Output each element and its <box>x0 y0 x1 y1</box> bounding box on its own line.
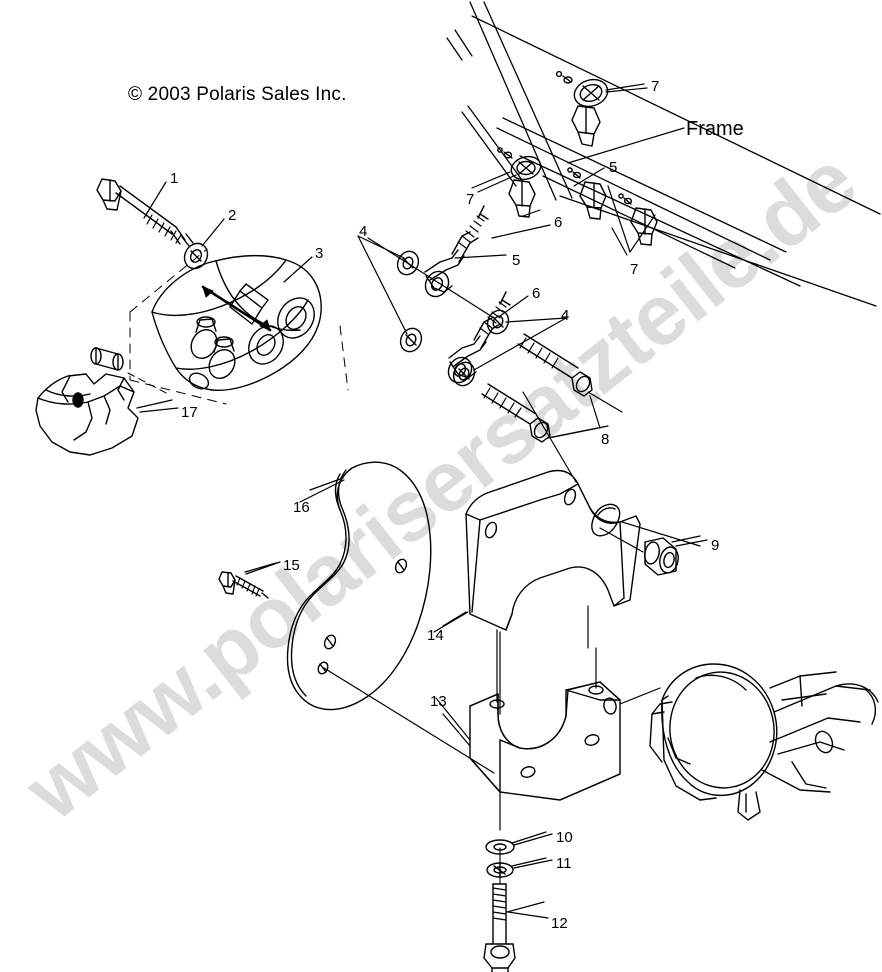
callout-guard-screw: 15 <box>283 557 300 574</box>
callout-brake-caliper-assembly: 3 <box>315 245 324 262</box>
banjo-bolt-8a <box>517 333 623 413</box>
callout-caliper-mount-bracket: 14 <box>427 627 444 644</box>
flat-washer-2 <box>183 242 209 270</box>
flat-washer-10 <box>485 831 547 855</box>
callout-flat-washer: 2 <box>228 207 237 224</box>
spacer-bushing-9 <box>599 527 701 576</box>
callout-brake-disc-guard: 16 <box>293 499 310 516</box>
caliper-bolt-1 <box>96 178 194 247</box>
pad-alignment-line <box>127 372 169 395</box>
callout-brake-pad-set: 17 <box>181 404 198 421</box>
callout-brake-line: 5 <box>609 159 618 176</box>
callout-sealing-washer: 4 <box>561 307 570 324</box>
callout-flat-washer: 10 <box>556 829 573 846</box>
line-clamp-frame-pair <box>567 167 658 253</box>
callout-spacer-bushing: 9 <box>711 537 720 554</box>
line-clamp-top <box>555 70 645 147</box>
callout-lock-washer: 11 <box>556 855 572 872</box>
callout-caliper-mounting-bolt: 1 <box>170 170 179 187</box>
brake-pad-set <box>35 373 173 456</box>
frame-rails <box>446 1 881 307</box>
callout-banjo-fitting: 6 <box>532 285 541 302</box>
copyright-notice: © 2003 Polaris Sales Inc. <box>128 84 347 105</box>
frame-label: Frame <box>686 118 744 140</box>
callout-brake-line: 5 <box>512 252 521 269</box>
line-clamp-second <box>477 147 542 218</box>
guard-screw-15 <box>218 562 277 599</box>
callout-long-through-bolt: 12 <box>551 915 568 932</box>
caliper-construction-lines <box>129 248 349 405</box>
frame-leader <box>567 127 685 164</box>
brake-line-lower <box>447 291 511 384</box>
callout-banjo-bolt: 8 <box>601 431 610 448</box>
callout-line-clamp: 7 <box>466 191 475 208</box>
long-bolt-12 <box>483 847 545 972</box>
callout-leaders <box>139 87 708 919</box>
callout-line-clamp: 7 <box>630 261 639 278</box>
sealing-washer-4b <box>399 327 423 353</box>
brake-disc-guard <box>286 461 495 774</box>
brake-line-upper <box>424 205 489 298</box>
callout-lower-bearing-cap: 13 <box>430 693 447 710</box>
brake-caliper-body <box>151 254 322 392</box>
callout-line-clamp: 7 <box>651 78 660 95</box>
callout-sealing-washer: 4 <box>359 223 368 240</box>
caliper-slide-pin <box>90 347 124 371</box>
lower-bearing-cap <box>442 629 661 831</box>
callout-banjo-fitting: 6 <box>554 214 563 231</box>
caliper-mount-bracket <box>442 391 701 715</box>
axle-housing-assembly <box>649 663 879 821</box>
